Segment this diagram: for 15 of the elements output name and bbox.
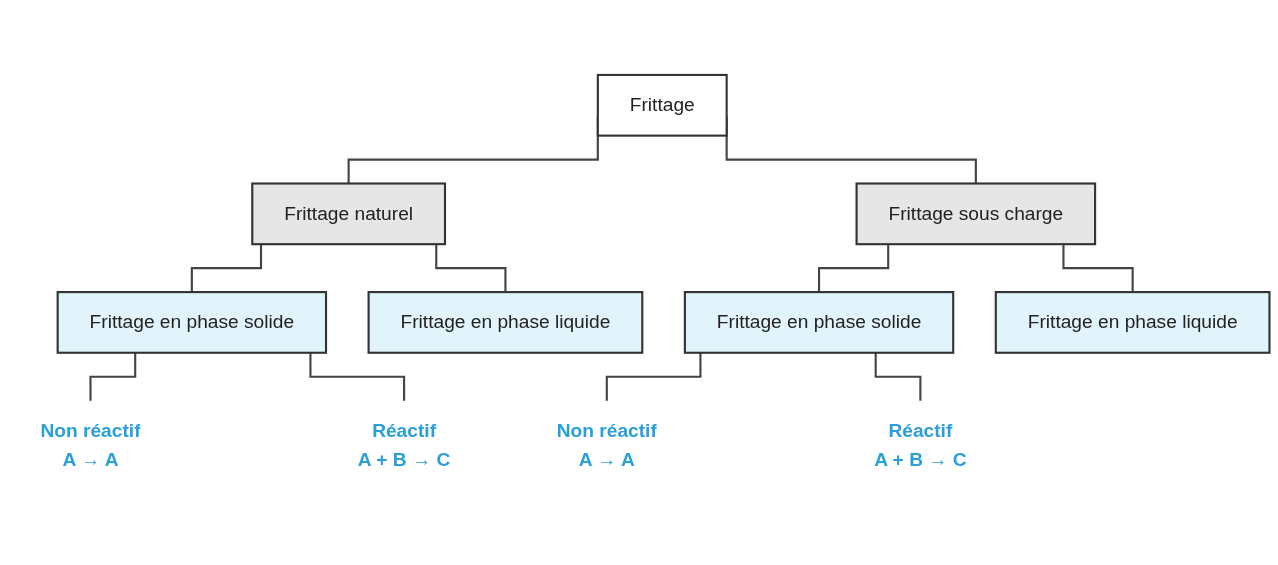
connector — [89, 352, 137, 402]
node-box: Frittage — [596, 73, 728, 137]
node-box: Frittage en phase solide — [56, 291, 328, 354]
connector — [874, 352, 922, 402]
node-box: Frittage sous charge — [855, 182, 1097, 246]
connector — [605, 352, 702, 402]
node-text: Réactif A + B → C — [874, 419, 967, 470]
node-text: Non réactif A → A — [556, 419, 657, 470]
connector — [309, 352, 406, 402]
node-box: Frittage en phase liquide — [367, 291, 644, 354]
node-box: Frittage en phase liquide — [994, 291, 1271, 354]
node-box: Frittage naturel — [251, 182, 447, 246]
node-text: Non réactif A → A — [40, 419, 141, 470]
node-text: Réactif A + B → C — [357, 419, 451, 470]
node-box: Frittage en phase solide — [683, 291, 955, 354]
